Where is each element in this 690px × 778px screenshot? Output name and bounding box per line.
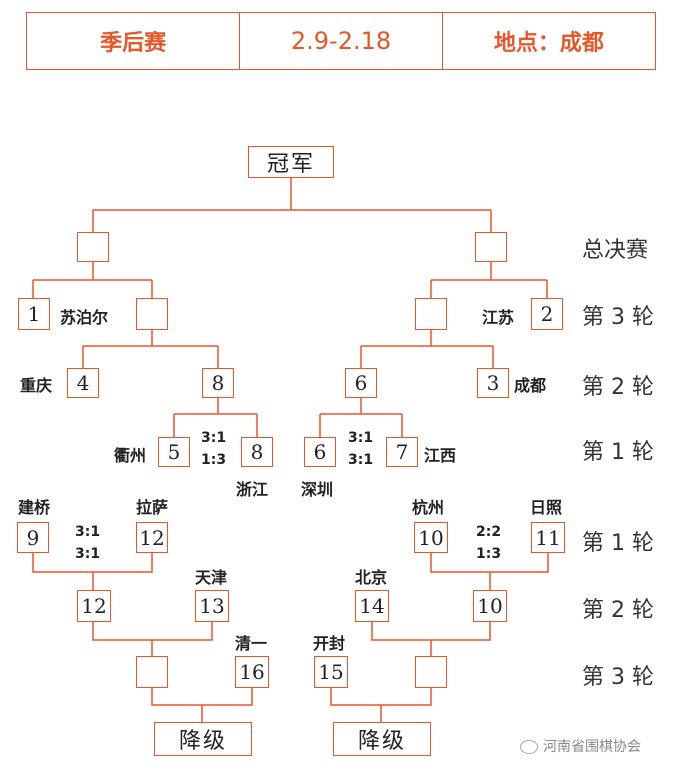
header-dates: 2.9-2.18 [240,13,443,69]
lower-left-r1-right-team: 拉萨 [136,498,169,517]
upper-right-r1-score-1: 3:1 [348,430,374,446]
lower-right-r3-team: 开封 [313,634,346,653]
lower-left-r3-seed: 16 [235,656,269,688]
upper-right-r3-team: 江苏 [482,308,515,327]
upper-right-r3-empty [415,298,447,330]
upper-left-r3-team: 苏泊尔 [60,308,109,327]
watermark: 河南省围棋协会 [520,736,641,756]
lower-right-r1-right-team: 日照 [530,498,563,517]
upper-left-r3-empty [136,298,168,330]
upper-right-r2-right-seed: 3 [477,368,509,398]
round-label-lower-r1: 第 1 轮 [582,531,654,556]
lower-right-r1-right-seed: 11 [531,522,565,553]
upper-right-r1-left-team: 深圳 [301,480,334,499]
upper-right-r2-right-team: 成都 [514,376,547,395]
upper-right-r1-right-seed: 7 [386,437,418,467]
lower-left-r2-right-seed: 13 [195,590,229,622]
wechat-icon [520,740,538,754]
lower-left-r1-right-seed: 12 [136,522,168,553]
final-right-box [475,232,507,262]
lower-left-r1-left-seed: 9 [17,522,49,553]
lower-right-r2-left-team: 北京 [355,568,388,587]
header-location: 地点：成都 [493,31,604,56]
upper-left-r3-seed: 1 [18,298,50,330]
header-title: 季后赛 [27,13,241,69]
lower-left-r2-left-seed: 12 [77,590,111,622]
lower-right-r1-left-team: 杭州 [412,498,445,517]
upper-left-r1-right-team: 浙江 [236,480,269,499]
header-bar: 季后赛 2.9-2.18 地点：成都 [26,12,656,70]
upper-left-r2-left-seed: 4 [67,368,99,398]
watermark-text: 河南省围棋协会 [543,739,641,755]
final-left-box [77,232,109,262]
lower-right-r3-empty [415,656,447,688]
upper-left-r1-left-seed: 5 [158,437,190,467]
upper-left-r1-right-seed: 8 [241,437,273,467]
lower-left-r1-left-team: 建桥 [18,498,51,517]
round-label-upper-r2: 第 2 轮 [582,375,654,400]
lower-left-r3-team: 清一 [235,634,268,653]
upper-left-r1-score-1: 3:1 [201,430,227,446]
round-label-lower-r3: 第 3 轮 [582,665,654,690]
upper-right-r3-seed: 2 [531,298,563,330]
round-label-upper-r3: 第 3 轮 [582,305,654,330]
lower-right-r1-score-2: 1:3 [476,546,502,562]
upper-left-r2-right-seed: 8 [202,368,234,398]
round-label-upper-r1: 第 1 轮 [582,440,654,465]
upper-left-r1-score-2: 1:3 [201,452,227,468]
lower-left-r3-empty [136,656,168,688]
relegation-left-box: 降级 [154,722,252,756]
lower-left-r2-right-team: 天津 [195,568,228,587]
lower-right-r2-right-seed: 10 [473,590,507,622]
upper-left-r2-left-team: 重庆 [20,376,53,395]
lower-right-r3-seed: 15 [314,656,348,688]
upper-left-r1-left-team: 衢州 [114,446,147,465]
lower-left-r1-score-1: 3:1 [75,524,101,540]
upper-right-r2-left-seed: 6 [345,368,377,398]
round-label-final: 总决赛 [582,238,649,263]
lower-left-r1-score-2: 3:1 [75,546,101,562]
lower-right-r1-score-1: 2:2 [476,524,502,540]
relegation-right-box: 降级 [333,722,431,756]
round-label-lower-r2: 第 2 轮 [582,598,654,623]
upper-right-r1-score-2: 3:1 [348,452,374,468]
champion-box: 冠军 [248,146,334,178]
lower-right-r1-left-seed: 10 [414,522,448,553]
lower-right-r2-left-seed: 14 [355,590,389,622]
upper-right-r1-right-team: 江西 [424,446,457,465]
upper-right-r1-left-seed: 6 [304,437,336,467]
